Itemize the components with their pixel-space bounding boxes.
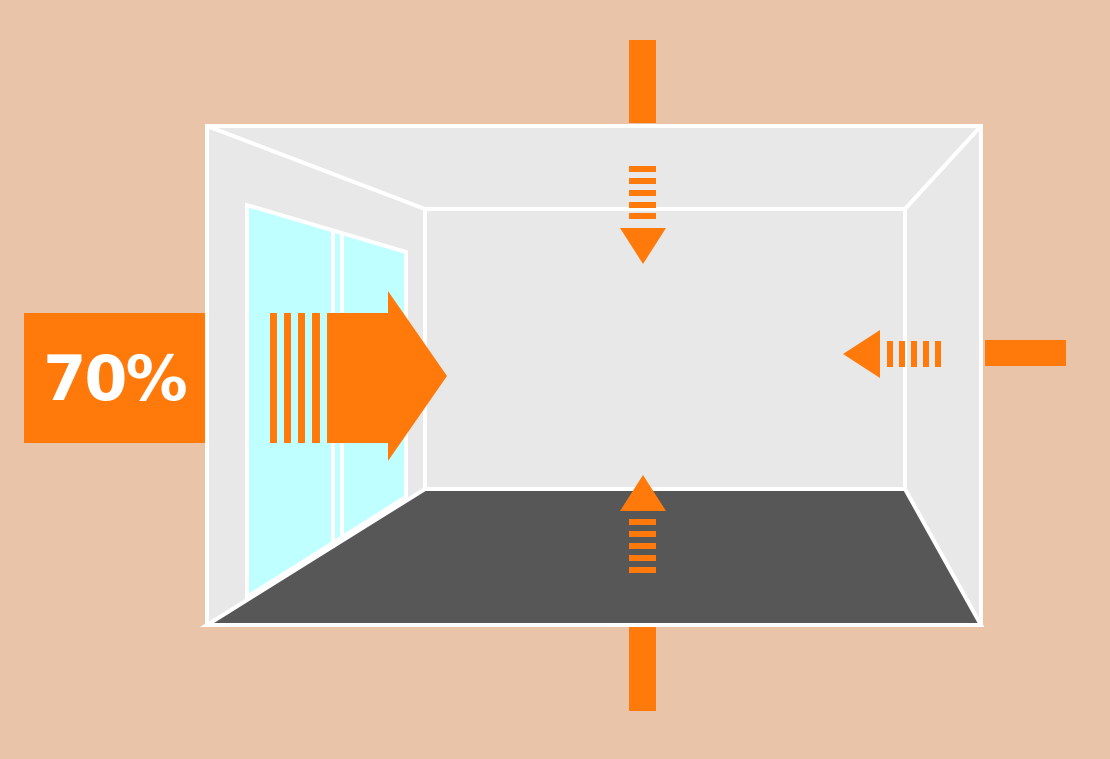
ceiling-heat-arrow: [620, 40, 666, 264]
wall-heat-arrow: [843, 330, 1066, 378]
window-heat-loss-percentage: 70%: [24, 313, 205, 443]
floor-bar: [629, 627, 656, 711]
window: [245, 202, 408, 601]
room: [200, 124, 985, 627]
floor-heat-arrow: [620, 475, 666, 711]
ceiling-bar: [629, 40, 656, 123]
ceiling-edge-right: [903, 124, 983, 211]
ceiling-edge-left: [206, 124, 426, 211]
window-heat-arrow: [270, 291, 447, 461]
wall-bar: [985, 340, 1066, 366]
